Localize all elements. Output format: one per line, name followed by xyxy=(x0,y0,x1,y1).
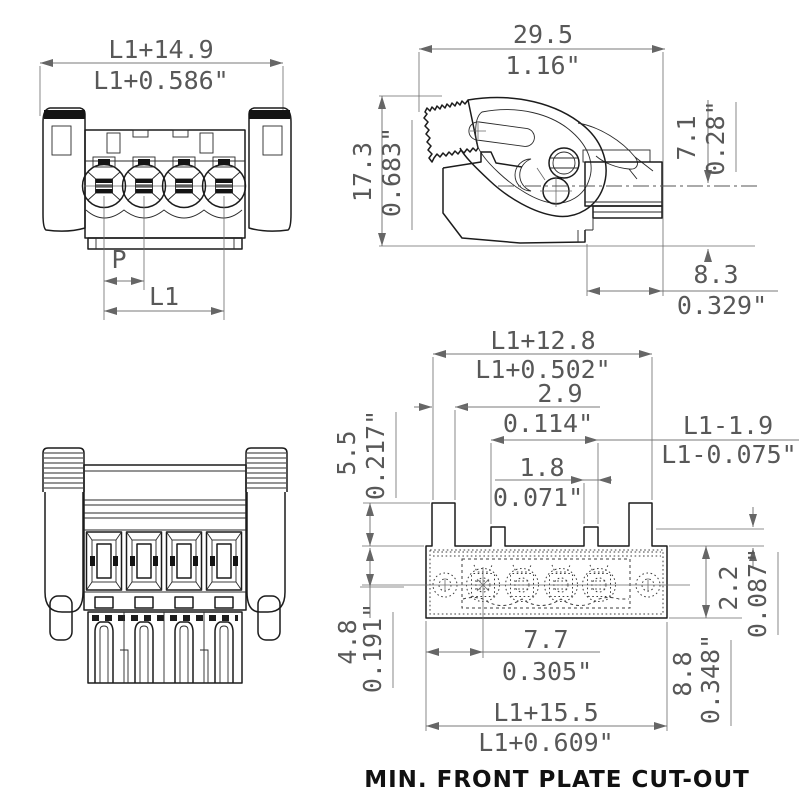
dim-side-height-in: 0.683" xyxy=(377,127,406,217)
dim-front-width-mm: L1+14.9 xyxy=(108,35,213,64)
housing-top xyxy=(442,151,523,169)
dim-cutout-width-mm: L1+15.5 xyxy=(493,698,598,727)
dim-cutout-width-in: L1+0.609" xyxy=(478,728,613,757)
cutout-outline xyxy=(425,502,668,619)
rear-lever-left xyxy=(42,447,85,641)
front-view: L1+14.9 L1+0.586" P L1 xyxy=(39,35,292,320)
locking-lever xyxy=(459,96,607,218)
dim-side-depth-in: 1.16" xyxy=(505,51,580,80)
dim-cutout-innerspan-mm: L1-1.9 xyxy=(683,411,773,440)
dim-side-depth-mm: 29.5 xyxy=(513,20,573,49)
dim-cutout-height-mm: 8.8 xyxy=(668,651,697,696)
housing-bottom xyxy=(442,168,586,244)
dim-cutout-step-mm: 2.2 xyxy=(714,565,743,610)
front-lever-left xyxy=(42,107,86,232)
dim-cutout-holeoffset-in: 0.305" xyxy=(502,657,592,686)
dim-cutout-tabwidth-in: 0.114" xyxy=(503,409,593,438)
side-view: 29.5 1.16" 17.3 0.683" 7.1 0.28" 8.3 0.3… xyxy=(348,20,778,320)
dim-side-center-in: 0.28" xyxy=(701,100,730,175)
dim-side-center-mm: 7.1 xyxy=(672,115,701,160)
dim-side-offset-in: 0.329" xyxy=(677,291,767,320)
dim-cutout-tabheight-mm: 5.5 xyxy=(332,430,361,475)
dim-cutout-smalltab-mm: 1.8 xyxy=(519,453,564,482)
dim-side-offset-mm: 8.3 xyxy=(693,260,738,289)
front-lever-right xyxy=(248,107,292,232)
dim-cutout-tabwidth-mm: 2.9 xyxy=(537,379,582,408)
dim-cutout-holeoffset-mm: 7.7 xyxy=(523,625,568,654)
dim-span-label: L1 xyxy=(149,282,179,311)
rear-lever-right xyxy=(245,447,288,641)
cutout-view: L1+12.8 L1+0.502" 2.9 0.114" L1-1.9 L1-0… xyxy=(332,326,799,793)
locking-lever-grip xyxy=(423,99,479,163)
dim-side-height-mm: 17.3 xyxy=(348,142,377,202)
dim-cutout-innerspan-in: L1-0.075" xyxy=(661,440,796,469)
cutout-caption: MIN. FRONT PLATE CUT-OUT xyxy=(364,767,750,793)
dim-cutout-height-in: 0.348" xyxy=(696,634,725,724)
rear-wire-slots xyxy=(94,596,234,609)
dim-cutout-smalltab-in: 0.071" xyxy=(493,483,583,512)
dim-front-width-in: L1+0.586" xyxy=(93,66,228,95)
dim-cutout-tabheight-in: 0.217" xyxy=(361,410,390,500)
dim-cutout-step-in: 0.087" xyxy=(743,548,772,638)
dim-cutout-centeroffset-in: 0.191" xyxy=(358,603,387,693)
dim-cutout-tabspan-in: L1+0.502" xyxy=(475,355,610,384)
dim-cutout-centeroffset-mm: 4.8 xyxy=(333,619,362,664)
dim-cutout-tabspan-mm: L1+12.8 xyxy=(490,326,595,355)
dim-pitch-label: P xyxy=(111,245,126,274)
rear-view xyxy=(42,447,288,684)
